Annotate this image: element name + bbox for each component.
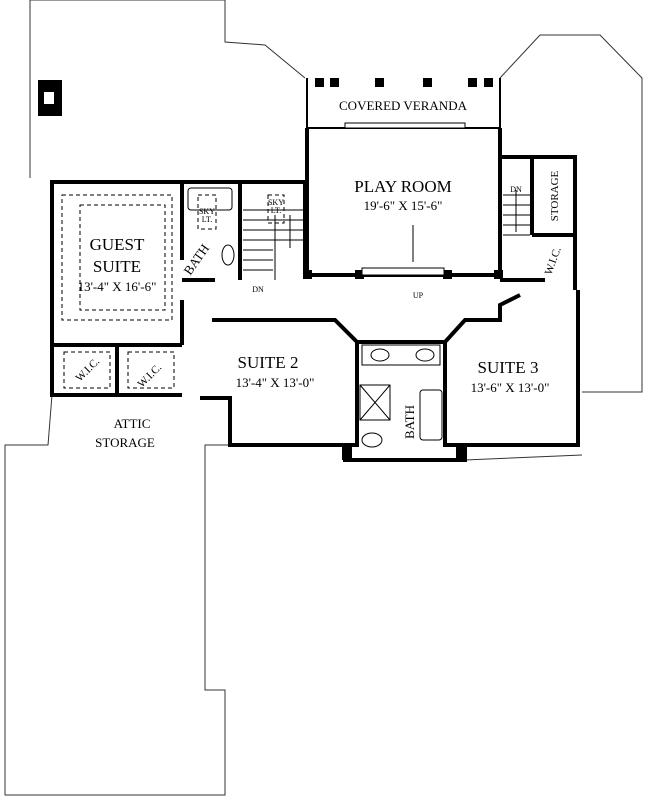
play-room-label: PLAY ROOM	[354, 177, 451, 196]
stair-up-label: UP	[413, 291, 424, 300]
storage-label: STORAGE	[549, 170, 561, 221]
center-bath-label: BATH	[402, 405, 417, 439]
skylight-label-4: LT.	[271, 206, 281, 215]
guest-suite-label: GUEST	[90, 235, 145, 254]
guest-suite-dimensions: 13'-4" X 16'-6"	[78, 279, 157, 294]
skylight-label: SKY	[199, 207, 215, 216]
walls	[50, 128, 580, 462]
chimney	[38, 80, 62, 116]
fixtures	[61, 187, 530, 448]
wic-label-2: W.I.C.	[136, 361, 165, 390]
attic-storage-label-2: STORAGE	[95, 435, 155, 450]
covered-veranda-label: COVERED VERANDA	[339, 98, 468, 113]
wic-label-1: W.I.C.	[74, 355, 103, 384]
skylight-label-2: LT.	[202, 215, 212, 224]
play-room-dimensions: 19'-6" X 15'-6"	[364, 198, 443, 213]
skylight-label-3: SKY	[268, 198, 284, 207]
stair-down-label: DN	[252, 285, 264, 294]
guest-suite-label-2: SUITE	[93, 257, 141, 276]
wic-label-3: W.I.C.	[543, 245, 564, 276]
suite-3-dimensions: 13'-6" X 13'-0"	[471, 380, 550, 395]
guest-bath-label: BATH	[180, 241, 212, 277]
stair-down-label-2: DN	[510, 185, 522, 194]
suite-2-dimensions: 13'-4" X 13'-0"	[236, 375, 315, 390]
covered-veranda	[306, 78, 501, 129]
roof-outline	[4, 0, 643, 796]
suite-3-label: SUITE 3	[478, 358, 539, 377]
suite-2-label: SUITE 2	[238, 353, 299, 372]
attic-storage-label: ATTIC	[114, 416, 151, 431]
